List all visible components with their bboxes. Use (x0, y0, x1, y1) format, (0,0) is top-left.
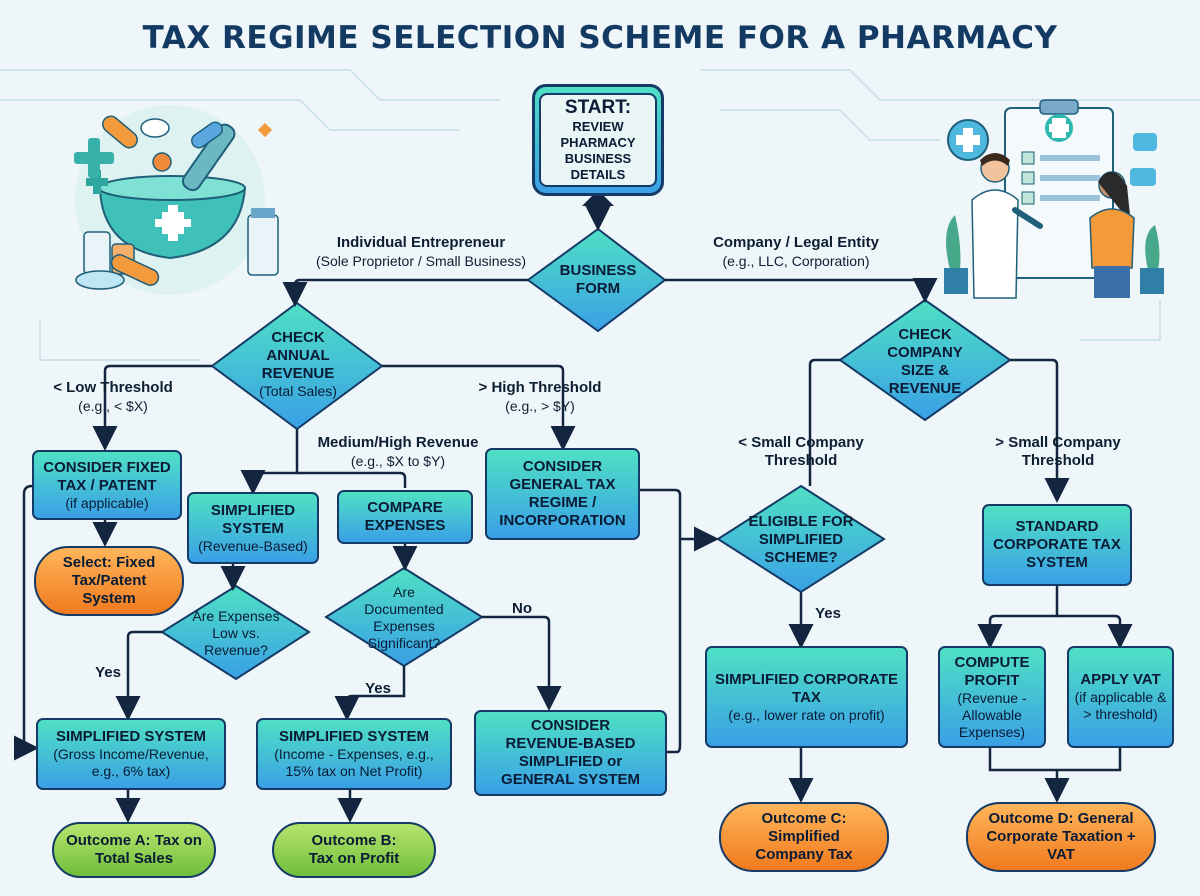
simplified-gross-box: SIMPLIFIED SYSTEM (Gross Income/Revenue,… (36, 718, 226, 790)
label-individual: Individual Entrepreneur (Sole Proprietor… (315, 234, 527, 269)
decision-diamonds (160, 227, 1012, 681)
label-no-mid: No (512, 600, 532, 617)
expenses-low-text: Are Expenses Low vs. Revenue? (192, 607, 280, 658)
label-large-company: > Small Company Threshold (995, 434, 1121, 469)
business-form-text: BUSINESS FORM (559, 262, 637, 297)
consider-revenue-based-box: CONSIDER REVENUE-BASED SIMPLIFIED or GEN… (474, 710, 667, 796)
select-fixed-outcome: Select: Fixed Tax/Patent System (34, 546, 184, 616)
diamond-expenses-low (160, 584, 311, 681)
pharmacy-illustration (74, 105, 279, 295)
label-low-threshold: < Low Threshold (e.g., < $X) (53, 379, 173, 414)
check-revenue-text: CHECK ANNUAL REVENUE (Total Sales) (259, 328, 337, 399)
label-small-company: < Small Company Threshold (738, 434, 864, 469)
start-sub: REVIEW PHARMACY BUSINESS DETAILS (560, 119, 636, 182)
label-yes-right: Yes (815, 605, 841, 622)
fixed-tax-box: CONSIDER FIXED TAX / PATENT (if applicab… (32, 450, 182, 520)
outcome-c: Outcome C: Simplified Company Tax (719, 802, 889, 872)
apply-vat-box: APPLY VAT (if applicable & > threshold) (1067, 646, 1174, 748)
outcome-d: Outcome D: General Corporate Taxation + … (966, 802, 1156, 872)
label-yes-mid: Yes (365, 680, 391, 697)
consultation-illustration (944, 99, 1164, 299)
simplified-revenue-box: SIMPLIFIED SYSTEM (Revenue-Based) (187, 492, 319, 564)
diamond-check-company (838, 298, 1012, 422)
general-regime-box: CONSIDER GENERAL TAX REGIME / INCORPORAT… (485, 448, 640, 540)
start-label: START: (564, 97, 632, 118)
standard-corporate-box: STANDARD CORPORATE TAX SYSTEM (982, 504, 1132, 586)
simplified-corporate-box: SIMPLIFIED CORPORATE TAX (e.g., lower ra… (705, 646, 908, 748)
simplified-net-box: SIMPLIFIED SYSTEM (Income - Expenses, e.… (256, 718, 452, 790)
circuit-background (0, 69, 1200, 361)
start-node: START: REVIEW PHARMACY BUSINESS DETAILS (532, 84, 664, 196)
check-company-text: CHECK COMPANY SIZE & REVENUE (887, 326, 963, 397)
compare-expenses-box: COMPARE EXPENSES (337, 490, 473, 544)
label-yes-left: Yes (95, 664, 121, 681)
label-high-threshold: > High Threshold (e.g., > $Y) (478, 379, 602, 414)
eligible-text: ELIGIBLE FOR SIMPLIFIED SCHEME? (748, 513, 854, 566)
outcome-b: Outcome B: Tax on Profit (272, 822, 436, 878)
compute-profit-box: COMPUTE PROFIT (Revenue - Allowable Expe… (938, 646, 1046, 748)
diamond-business-form (526, 227, 667, 333)
connectors (14, 196, 1133, 823)
label-company: Company / Legal Entity (e.g., LLC, Corpo… (713, 234, 879, 269)
page-title: TAX REGIME SELECTION SCHEME FOR A PHARMA… (142, 20, 1058, 56)
documented-exp-text: Are Documented Expenses Significant? (364, 584, 444, 651)
label-medium: Medium/High Revenue (e.g., $X to $Y) (317, 434, 479, 469)
outcome-a: Outcome A: Tax on Total Sales (52, 822, 216, 878)
start-arrowhead (582, 190, 614, 206)
